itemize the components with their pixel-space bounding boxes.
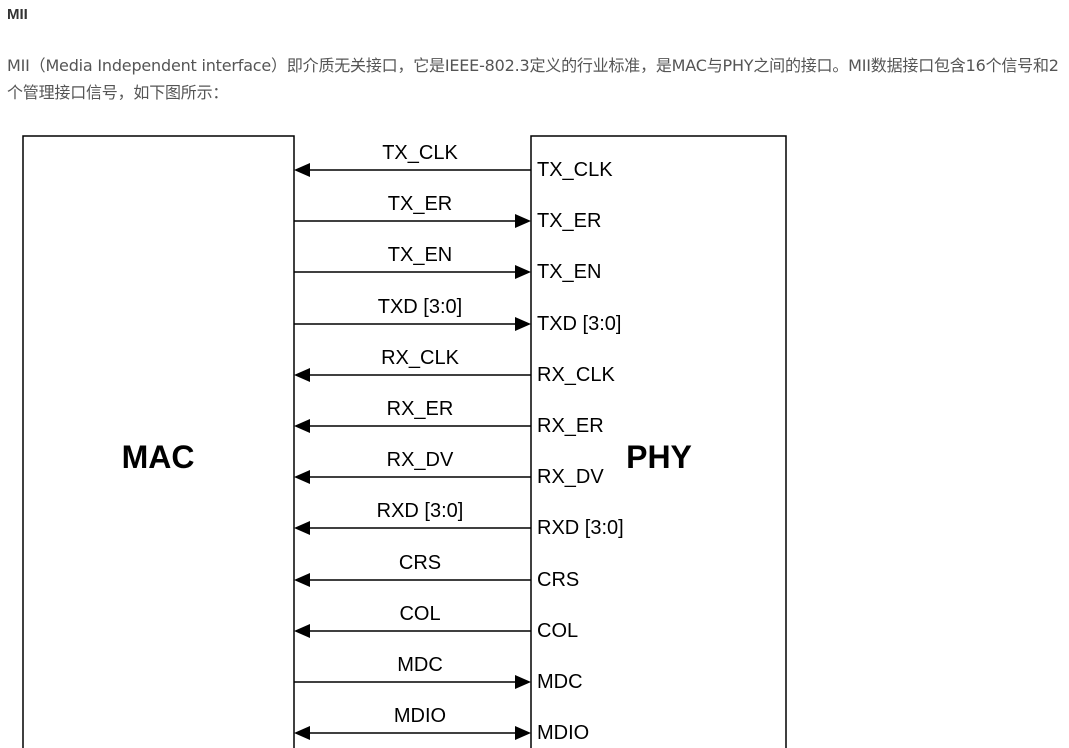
phy-block <box>530 135 787 748</box>
phy-pin-label: TX_ER <box>537 210 601 232</box>
arrowhead-to-mac <box>294 163 310 177</box>
arrowhead-to-mac <box>294 521 310 535</box>
phy-pin-label: CRS <box>537 569 579 591</box>
wire-label: COL <box>399 603 440 625</box>
signal-mdc: MDC MDC <box>294 654 583 693</box>
signal-tx-clk: TX_CLK TX_CLK <box>294 142 613 181</box>
wire-label: TXD [3:0] <box>378 296 462 318</box>
wire-label: RX_DV <box>387 449 454 471</box>
intro-paragraph: MII（Media Independent interface）即介质无关接口，… <box>7 56 1059 102</box>
signal-rxd-3-0: RXD [3:0] RXD [3:0] <box>294 500 624 539</box>
wire-label: TX_EN <box>388 244 452 266</box>
arrowhead-to-phy <box>515 265 531 279</box>
arrowhead-to-mac <box>294 726 310 740</box>
arrowhead-to-phy <box>515 675 531 689</box>
arrowhead-to-mac <box>294 368 310 382</box>
signal-lines: TX_CLK TX_CLK TX_ER TX_ER TX_EN TX_EN TXD [3:0… <box>294 142 624 744</box>
signal-tx-en: TX_EN TX_EN <box>294 244 601 283</box>
phy-pin-label: MDIO <box>537 722 589 744</box>
arrowhead-to-phy <box>515 317 531 331</box>
arrowhead-to-mac <box>294 419 310 433</box>
wire-label: RX_CLK <box>381 347 459 369</box>
signal-crs: CRS CRS <box>294 552 579 591</box>
signal-txd-3-0: TXD [3:0] TXD [3:0] <box>294 296 621 335</box>
signal-tx-er: TX_ER TX_ER <box>294 193 601 232</box>
wire-label: MDC <box>397 654 443 676</box>
arrowhead-to-mac <box>294 573 310 587</box>
wire-label: MDIO <box>394 705 446 727</box>
signal-rx-dv: RX_DV RX_DV <box>294 449 604 488</box>
signal-col: COL COL <box>294 603 578 642</box>
phy-pin-label: COL <box>537 620 578 642</box>
wire-label: TX_CLK <box>382 142 458 164</box>
arrowhead-to-mac <box>294 470 310 484</box>
phy-pin-label: TX_EN <box>537 261 601 283</box>
phy-pin-label: RX_DV <box>537 466 604 488</box>
phy-pin-label: TX_CLK <box>537 159 613 181</box>
phy-pin-label: RXD [3:0] <box>537 517 624 539</box>
phy-pin-label: MDC <box>537 671 583 693</box>
mac-label: MAC <box>122 439 195 475</box>
phy-label: PHY <box>626 439 692 475</box>
wire-label: CRS <box>399 552 441 574</box>
signal-mdio: MDIO MDIO <box>294 705 589 744</box>
wire-label: TX_ER <box>388 193 452 215</box>
signal-rx-er: RX_ER RX_ER <box>294 398 604 437</box>
phy-pin-label: TXD [3:0] <box>537 313 621 335</box>
phy-pin-label: RX_ER <box>537 415 604 437</box>
arrowhead-to-phy <box>515 214 531 228</box>
wire-label: RX_ER <box>387 398 454 420</box>
phy-pin-label: RX_CLK <box>537 364 615 386</box>
arrowhead-to-mac <box>294 624 310 638</box>
wire-label: RXD [3:0] <box>377 500 464 522</box>
signal-rx-clk: RX_CLK RX_CLK <box>294 347 615 386</box>
section-heading: MII <box>7 6 28 23</box>
mac-block <box>22 135 295 748</box>
arrowhead-to-phy <box>515 726 531 740</box>
